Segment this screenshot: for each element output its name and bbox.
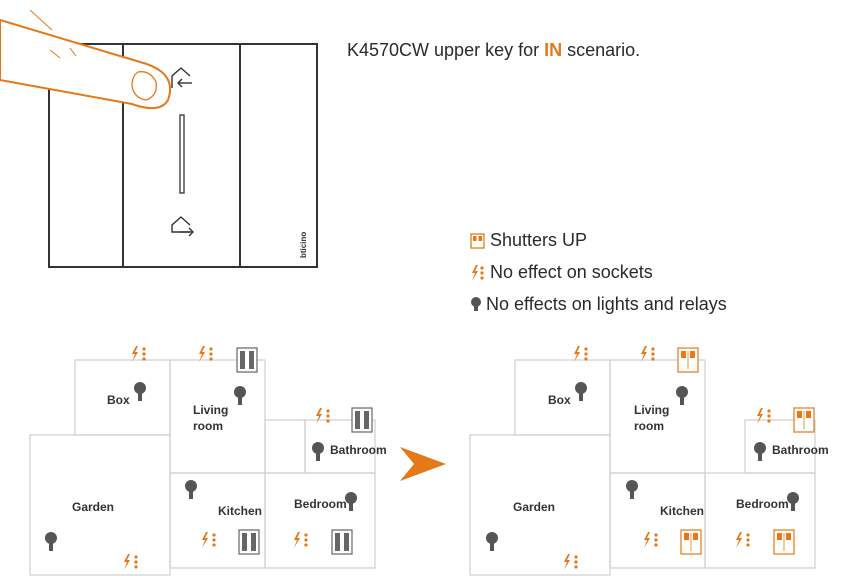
room-kitchen-after: Kitchen: [660, 504, 705, 518]
caption-highlight: IN: [544, 40, 563, 60]
finger-icon: [0, 9, 171, 110]
room-bathroom-before: Bathroom: [330, 443, 387, 457]
floorplan-before: [29, 346, 376, 576]
leave-home-key-icon[interactable]: [171, 216, 194, 237]
enter-home-key-icon[interactable]: [171, 67, 192, 88]
legend-sockets-text: No effect on sockets: [490, 262, 653, 282]
shutter-up-icon: [470, 232, 485, 249]
room-living2-before: room: [193, 419, 223, 433]
room-garden-after: Garden: [513, 500, 556, 514]
room-bedroom-before: Bedroom: [294, 497, 347, 511]
room-living-after: Living: [634, 403, 670, 417]
legend-lights: No effects on lights and relays: [470, 294, 727, 315]
caption-suffix: scenario.: [562, 40, 641, 60]
key-slot: [179, 114, 185, 194]
caption-prefix: K4570CW upper key for: [347, 40, 545, 60]
legend-lights-text: No effects on lights and relays: [486, 294, 727, 314]
room-bedroom-after: Bedroom: [736, 497, 789, 511]
room-box-after: Box: [548, 393, 571, 407]
svg-text:bticino: bticino: [299, 232, 308, 258]
legend-shutters: Shutters UP: [470, 230, 587, 251]
room-bathroom-after: Bathroom: [772, 443, 829, 457]
room-garden-before: Garden: [72, 500, 115, 514]
bulb-icon: [471, 296, 481, 311]
room-living2-after: room: [634, 419, 664, 433]
room-box-before: Box: [107, 393, 130, 407]
device-illustration: bticino: [0, 9, 318, 268]
socket-bolt-icon: [472, 264, 484, 281]
room-living-before: Living: [193, 403, 229, 417]
scenario-caption: K4570CW upper key for IN scenario.: [347, 40, 640, 61]
transition-arrow-icon: [400, 447, 446, 481]
legend-sockets: No effect on sockets: [470, 262, 653, 283]
legend-shutters-text: Shutters UP: [490, 230, 588, 250]
floorplan-after: [469, 346, 816, 576]
brand-mark: bticino: [299, 232, 308, 258]
room-kitchen-before: Kitchen: [218, 504, 263, 518]
